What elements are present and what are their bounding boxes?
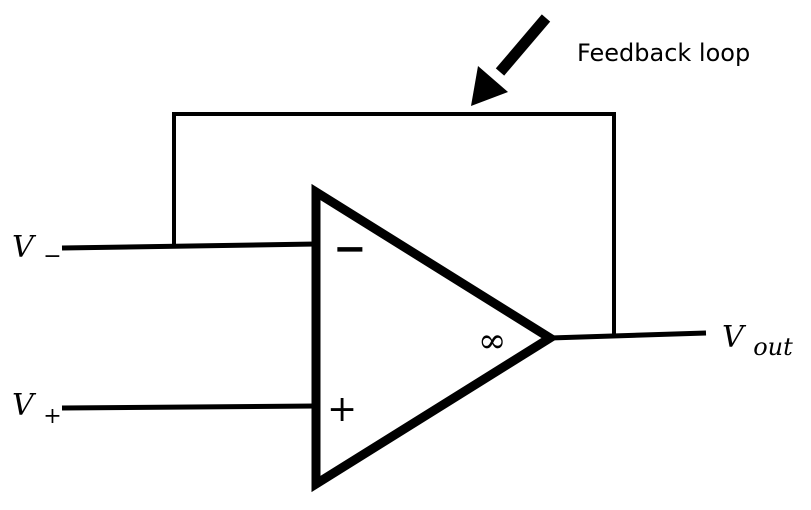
inverting-input-subscript: − [43,244,61,269]
non-inverting-input-wire [61,403,317,411]
inverting-input-label: V − [12,230,62,269]
non-inverting-input-label: V + [12,388,62,429]
output-label: V out [722,320,793,361]
op-amp-gain-symbol: ∞ [478,321,506,361]
feedback-arrow [471,14,551,106]
non-inverting-input-symbol: V [12,388,37,423]
inverting-input-wire [61,241,317,251]
feedback-loop-label: Feedback loop [577,39,750,67]
op-amp-minus-sign: − [333,225,367,272]
feedback-arrow-shaft [495,14,551,76]
output-symbol: V [722,320,747,355]
op-amp-plus-sign: + [327,389,357,430]
non-inverting-input-subscript: + [43,404,61,429]
inverting-input-symbol: V [12,230,37,265]
op-amp-triangle [311,183,559,493]
output-wire [549,330,707,341]
feedback-arrow-head [471,66,508,106]
feedback-loop-wire [172,112,616,338]
output-subscript: out [753,333,793,361]
